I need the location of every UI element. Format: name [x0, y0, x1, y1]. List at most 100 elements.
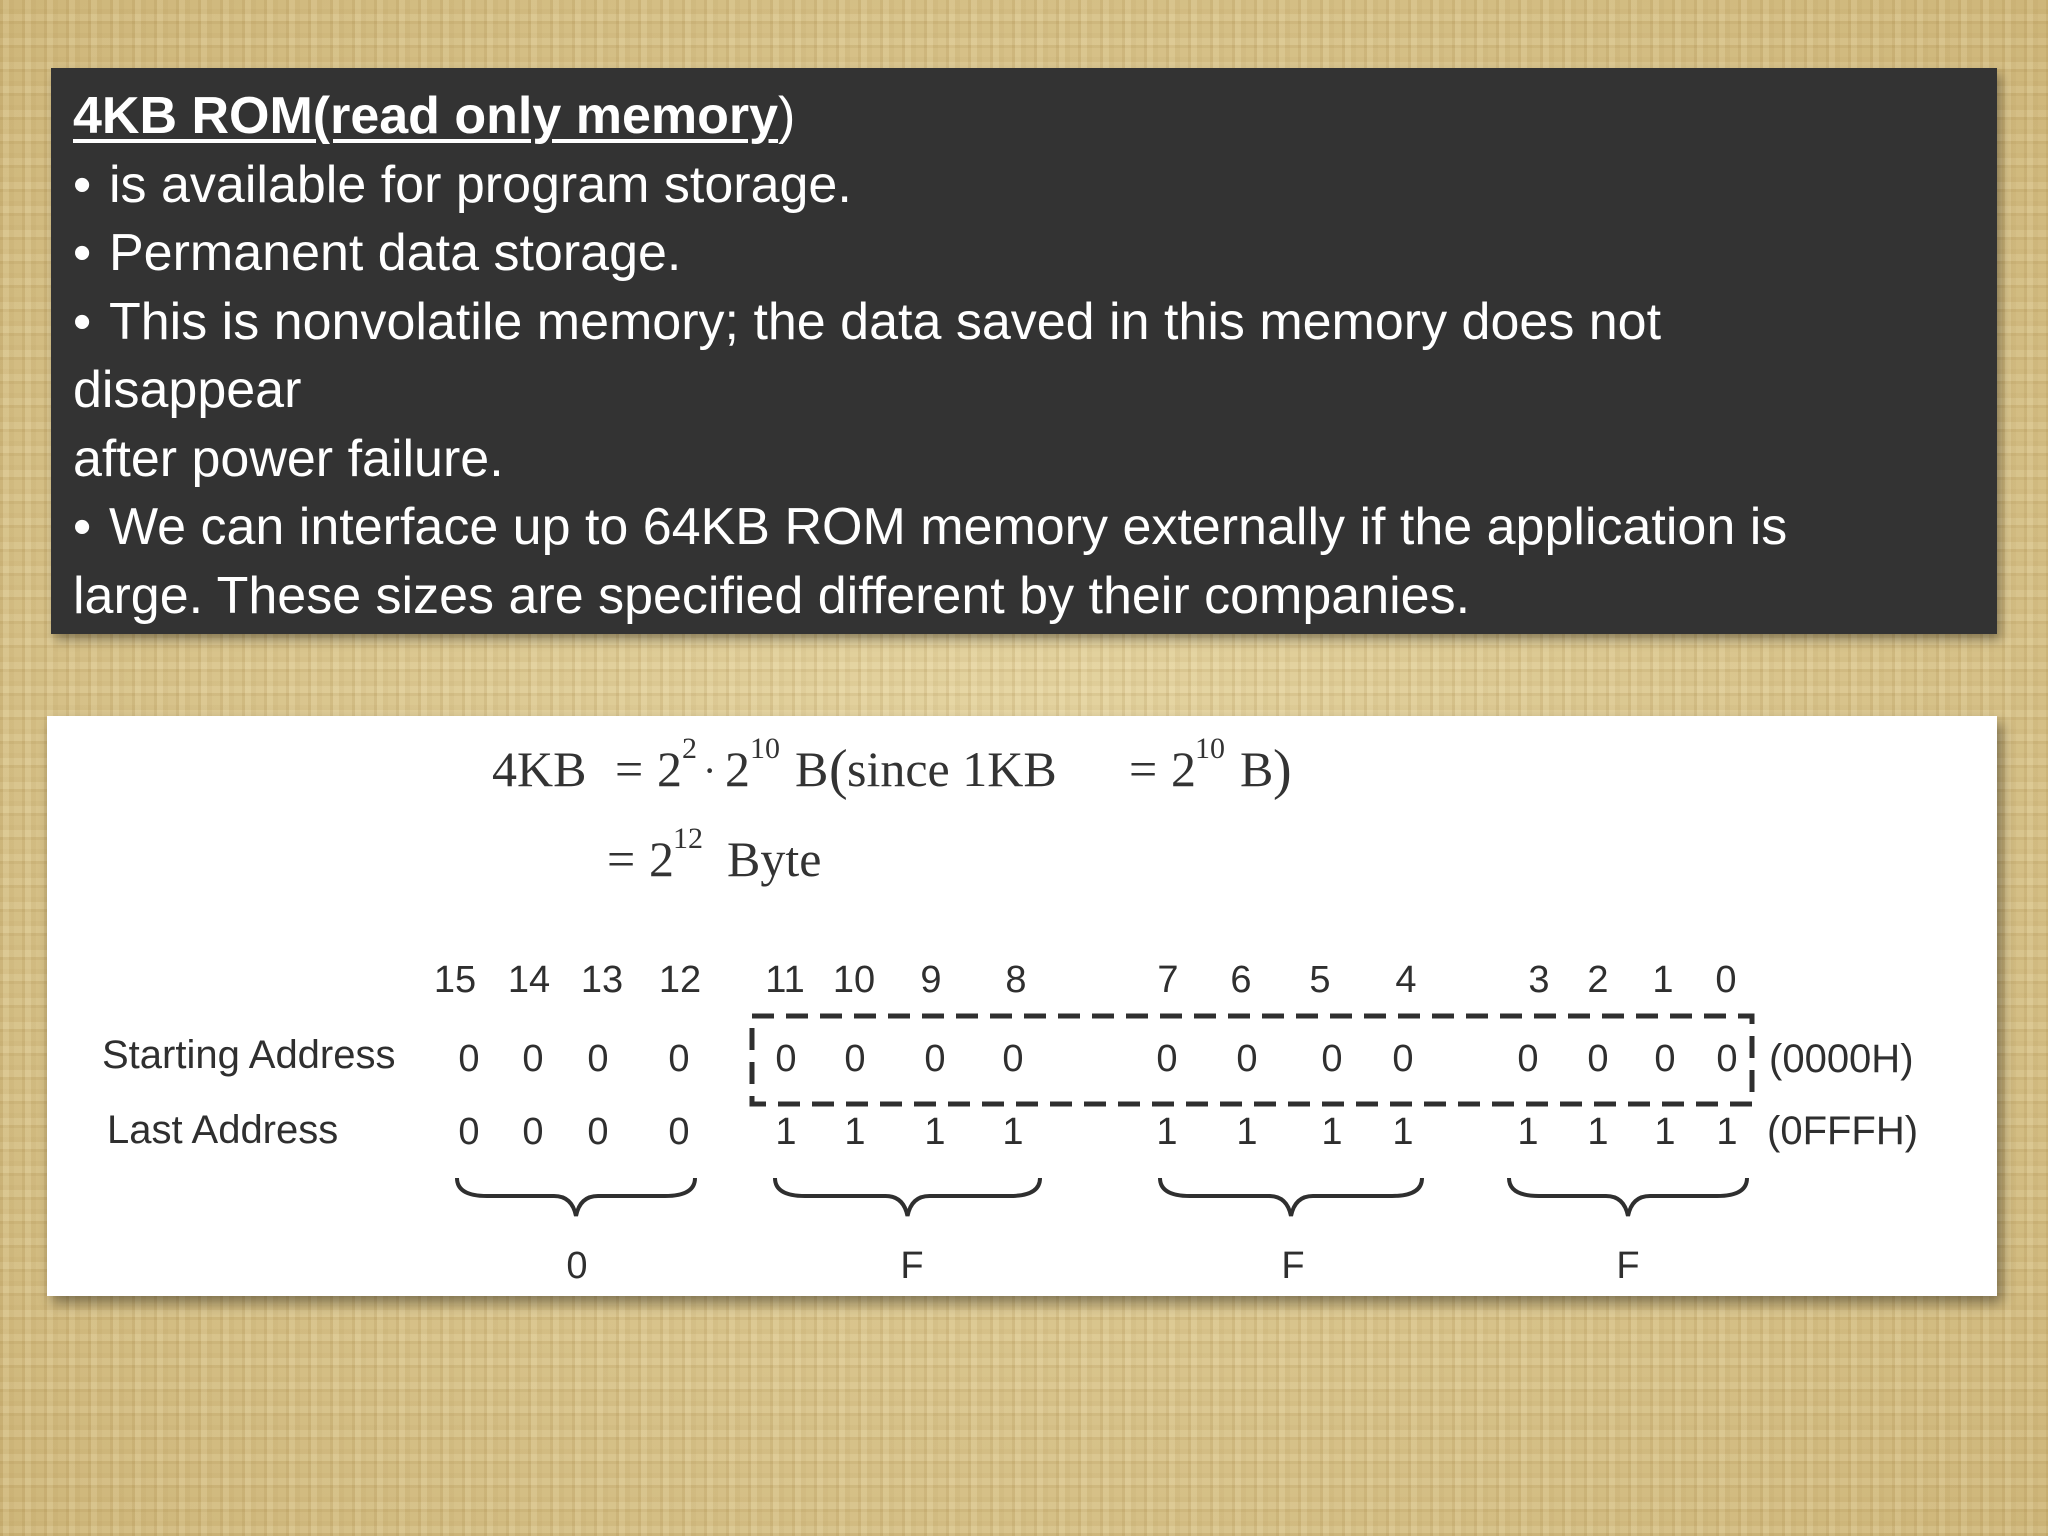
bullet-4-text: We can interface up to 64KB ROM memory e… — [109, 498, 1788, 556]
bit-position-label: 10 — [833, 959, 875, 1001]
eq-exp-c: 10 — [1195, 732, 1225, 765]
bit-value: 1 — [1716, 1111, 1737, 1153]
bit-position-label: 15 — [434, 959, 476, 1001]
bit-value: 1 — [1321, 1111, 1342, 1153]
bit-value: 1 — [1236, 1111, 1257, 1153]
bit-value: 1 — [844, 1111, 865, 1153]
figure-svg: 4KB = 2 2 · 2 10 B ( since 1KB = 2 10 B … — [102, 732, 1918, 1287]
text-panel: 4KB ROM(read only memory) •is available … — [51, 68, 1997, 634]
nibble-hex-label: F — [1281, 1245, 1304, 1287]
bullet-3-text: This is nonvolatile memory; the data sav… — [109, 292, 1662, 351]
heading-paren: ) — [778, 87, 796, 145]
bit-value: 1 — [1654, 1111, 1675, 1153]
bit-position-label: 14 — [508, 959, 550, 1001]
memory-figure: 4KB = 2 2 · 2 10 B ( since 1KB = 2 10 B … — [47, 716, 1997, 1296]
eq-base-a: 2 — [657, 741, 682, 797]
continuation-line-1: disappear — [73, 361, 302, 419]
bit-value: 0 — [458, 1111, 479, 1153]
bullet-dot-icon: • — [73, 292, 92, 351]
bit-value: 1 — [1587, 1111, 1608, 1153]
bit-value: 1 — [775, 1111, 796, 1153]
row-label-starting-address: Starting Address — [102, 1033, 396, 1077]
bit-position-label: 0 — [1715, 959, 1736, 1001]
bit-position-label: 6 — [1230, 959, 1251, 1001]
bit-value: 0 — [775, 1038, 796, 1080]
bit-value: 1 — [1517, 1111, 1538, 1153]
eq-equals-2: = — [1129, 741, 1157, 797]
bullet-2-text: Permanent data storage. — [109, 224, 682, 282]
hex-starting-address: (0000H) — [1769, 1037, 1914, 1081]
bit-position-label: 4 — [1395, 959, 1416, 1001]
bullet-3: • This is nonvolatile memory; the data sa… — [73, 288, 1967, 357]
bit-value: 0 — [1654, 1038, 1675, 1080]
brace-icon — [455, 1177, 697, 1217]
bit-value: 1 — [924, 1111, 945, 1153]
bit-position-label: 11 — [765, 959, 804, 1001]
eq-paren-open: ( — [829, 739, 848, 801]
bit-value: 0 — [668, 1038, 689, 1080]
brace-icon — [1158, 1177, 1424, 1217]
bit-value: 0 — [1517, 1038, 1538, 1080]
eq-dot: · — [703, 748, 716, 793]
eq-paren-close: ) — [1273, 739, 1292, 801]
eq-exp-a: 2 — [682, 732, 697, 765]
eq-exp-b: 10 — [750, 732, 780, 765]
bit-value: 0 — [458, 1038, 479, 1080]
eq-base-c: 2 — [1171, 741, 1196, 797]
bit-value: 0 — [587, 1038, 608, 1080]
heading-underlined: 4KB ROM(read only memory — [73, 87, 779, 145]
bit-value: 0 — [844, 1038, 865, 1080]
bit-position-label: 12 — [659, 959, 701, 1001]
bullet-2: • Permanent data storage. — [73, 219, 1967, 288]
brace-icon — [1507, 1177, 1749, 1217]
bit-position-label: 1 — [1652, 959, 1673, 1001]
bit-value: 1 — [1156, 1111, 1177, 1153]
equation-line-2: = 2 12 Byte — [607, 822, 821, 887]
slide-heading: 4KB ROM(read only memory) — [73, 82, 1967, 151]
eq2-exp: 12 — [673, 822, 703, 855]
row-label-last-address: Last Address — [107, 1108, 338, 1152]
bullet-1: •is available for program storage. — [73, 151, 1967, 220]
eq-unit-c: B — [1240, 741, 1273, 797]
bullet-dot-icon: • — [73, 498, 92, 556]
bit-value: 0 — [1236, 1038, 1257, 1080]
continuation-line-3: large. These sizes are specified differe… — [73, 566, 1471, 625]
bullet-4: • We can interface up to 64KB ROM memory … — [73, 493, 1967, 562]
bit-value: 0 — [1156, 1038, 1177, 1080]
nibble-hex-label: 0 — [566, 1245, 587, 1287]
bit-value: 0 — [522, 1111, 543, 1153]
nibble-hex-label: F — [1616, 1245, 1639, 1287]
bit-position-label: 3 — [1528, 959, 1549, 1001]
bit-value: 1 — [1392, 1111, 1413, 1153]
eq-lhs: 4KB — [492, 741, 586, 797]
bit-value: 0 — [1716, 1038, 1737, 1080]
nibble-hex-label: F — [900, 1245, 923, 1287]
eq2-equals: = — [607, 831, 635, 887]
eq-base-b: 2 — [725, 741, 750, 797]
bit-position-label: 9 — [920, 959, 941, 1001]
eq2-unit: Byte — [727, 831, 821, 887]
hex-last-address: (0FFFH) — [1767, 1109, 1918, 1153]
nibble-hex-labels: 0 F F F — [566, 1245, 1639, 1287]
bit-value: 0 — [522, 1038, 543, 1080]
eq-since: since 1KB — [847, 741, 1057, 797]
eq-equals-1: = — [615, 741, 643, 797]
bit-value: 1 — [1002, 1111, 1023, 1153]
brace-icon — [773, 1177, 1042, 1217]
bullet-dot-icon: • — [73, 224, 92, 282]
nibble-braces — [455, 1177, 1749, 1217]
bit-value: 0 — [1321, 1038, 1342, 1080]
eq2-base: 2 — [649, 831, 674, 887]
bit-value: 0 — [587, 1111, 608, 1153]
bit-position-label: 5 — [1309, 959, 1330, 1001]
bit-position-label: 8 — [1005, 959, 1026, 1001]
bit-value: 0 — [668, 1111, 689, 1153]
bullet-dot-icon: • — [73, 155, 92, 214]
bit-position-label: 2 — [1587, 959, 1608, 1001]
bit-value: 0 — [924, 1038, 945, 1080]
bit-position-label: 7 — [1157, 959, 1178, 1001]
bit-value: 0 — [1392, 1038, 1413, 1080]
